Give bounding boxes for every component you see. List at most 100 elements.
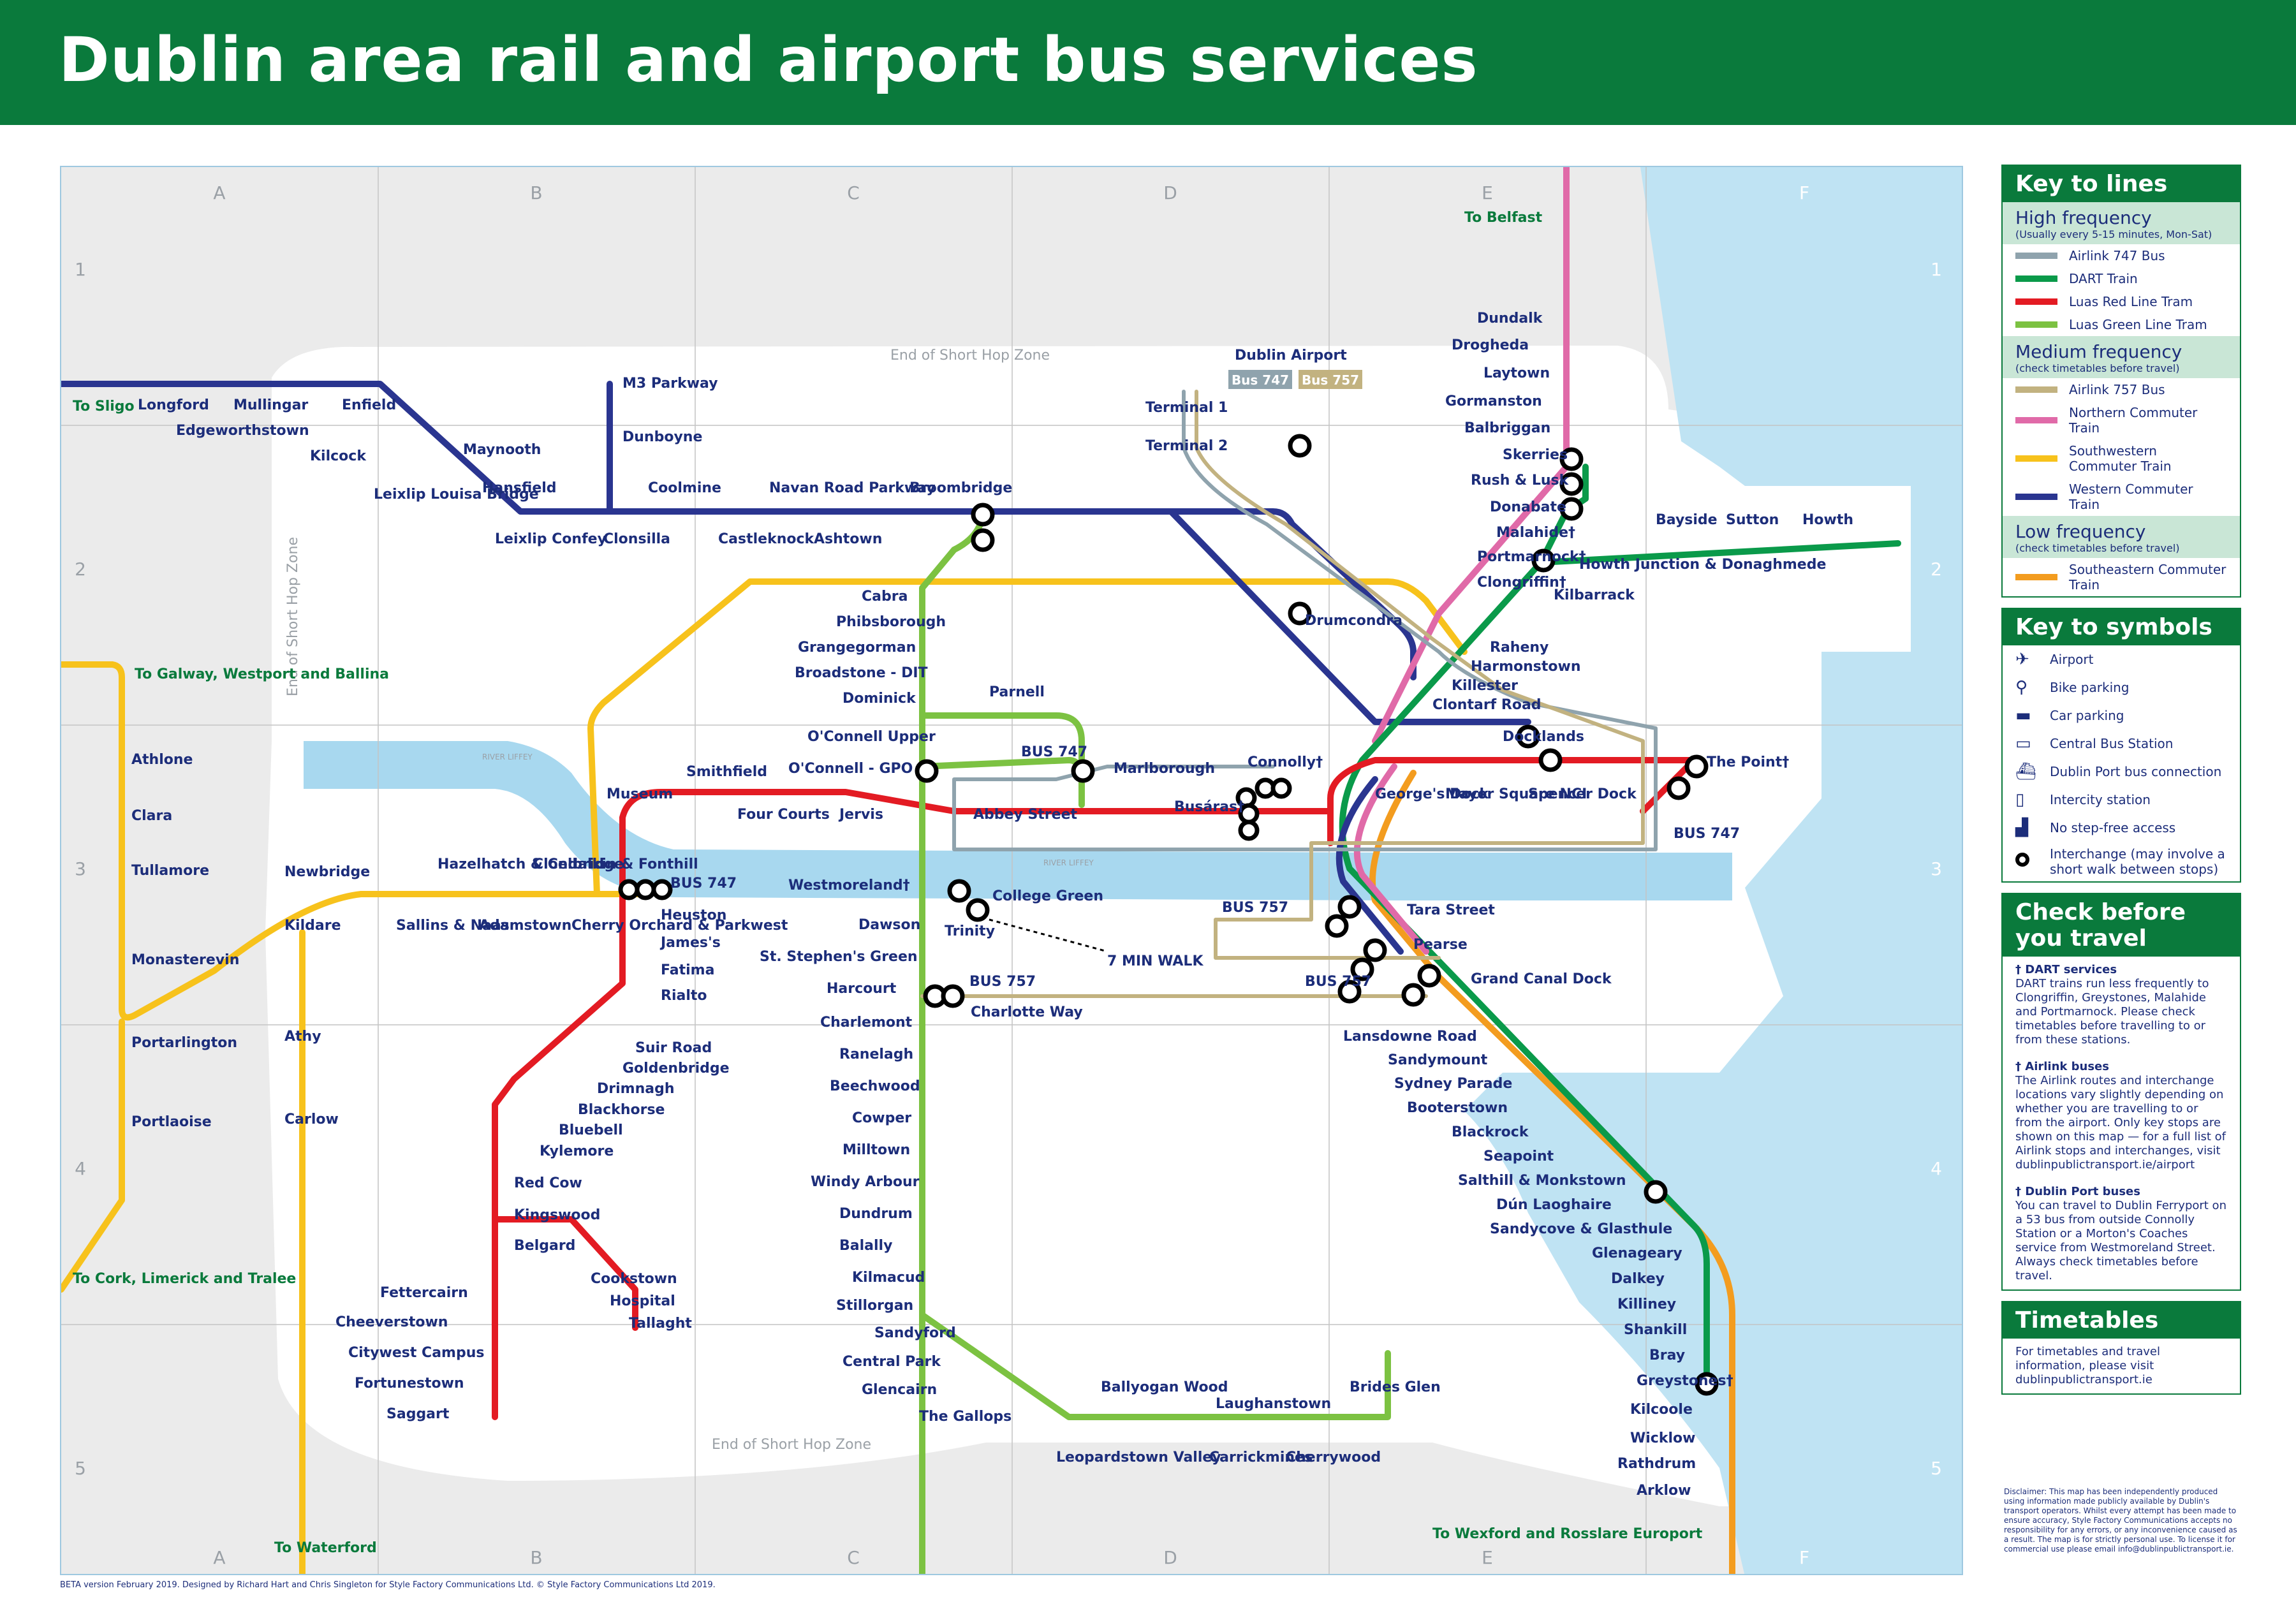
station-green[interactable]: Cherrywood [1286, 1450, 1381, 1465]
station-green[interactable]: Central Park [843, 1354, 941, 1370]
station-red[interactable]: Fatima [661, 962, 714, 978]
station-southwestern[interactable]: Adamstown [479, 918, 571, 934]
station-dart_north[interactable]: Arklow [1637, 1483, 1691, 1499]
station-southwestern[interactable]: Portarlington [131, 1035, 237, 1051]
station-dart_north[interactable]: Salthill & Monkstown [1458, 1173, 1626, 1189]
station-green[interactable]: Grangegorman [798, 640, 916, 656]
station-green[interactable]: Dawson [858, 917, 920, 933]
station-green[interactable]: Marlborough [1114, 761, 1215, 777]
station-dart_north[interactable]: Dalkey [1611, 1271, 1665, 1287]
station-airport[interactable]: Terminal 1 [1145, 400, 1228, 416]
station-dart_north[interactable]: Sydney Parade [1394, 1076, 1512, 1092]
station-western[interactable]: Leixlip Louisa Bridge [374, 487, 539, 503]
station-green[interactable]: Milltown [843, 1142, 910, 1158]
station-red[interactable]: Suir Road [635, 1040, 712, 1056]
station-dart_north[interactable]: Glenageary [1592, 1245, 1682, 1261]
station-green[interactable]: Phibsborough [836, 614, 946, 630]
station-red[interactable]: George's Dock [1375, 786, 1490, 802]
station-green[interactable]: Glencairn [862, 1382, 937, 1398]
station-green[interactable]: Trinity [945, 923, 995, 939]
station-green[interactable]: Brides Glen [1350, 1379, 1441, 1395]
station-red[interactable]: Spencer Dock [1528, 786, 1637, 802]
station-red[interactable]: Heuston [661, 907, 726, 923]
station-southwestern[interactable]: Kildare [284, 918, 341, 934]
station-green[interactable]: Ranelagh [839, 1047, 913, 1062]
station-northern[interactable]: Drogheda [1452, 337, 1529, 353]
station-southwestern[interactable]: Tullamore [131, 863, 209, 879]
station-dart_north[interactable]: Connolly† [1247, 754, 1323, 770]
station-dart_north[interactable]: Harmonstown [1471, 659, 1581, 675]
northern-line-south[interactable] [1353, 763, 1429, 955]
station-southwestern[interactable]: Sallins & Naas [396, 918, 510, 934]
station-dart_north[interactable]: Rathdrum [1617, 1456, 1696, 1472]
station-western[interactable]: Coolmine [648, 480, 721, 496]
station-western[interactable]: Mullingar [233, 397, 308, 413]
station-green[interactable]: Carrickmines [1209, 1450, 1313, 1465]
station-dart_north[interactable]: Bray [1649, 1348, 1685, 1363]
station-green[interactable]: O'Connell - GPO [788, 761, 913, 777]
station-northern[interactable]: Rush & Lusk [1471, 473, 1570, 488]
station-red[interactable]: The Point† [1707, 754, 1789, 770]
station-red[interactable]: Red Cow [514, 1175, 582, 1191]
station-northern[interactable]: Donabate [1490, 499, 1566, 515]
station-western[interactable]: Maynooth [463, 442, 541, 458]
station-red[interactable]: Mayor Square NCI [1445, 786, 1587, 802]
station-southwestern[interactable]: Cherry Orchard & Parkwest [571, 918, 788, 934]
station-red[interactable]: Jervis [838, 807, 883, 823]
station-dart_north[interactable]: Tara Street [1407, 902, 1495, 918]
station-green[interactable]: Ballyogan Wood [1101, 1379, 1228, 1395]
station-western[interactable]: Enfield [342, 397, 396, 413]
station-red[interactable]: Abbey Street [973, 807, 1077, 823]
station-southwestern[interactable]: Carlow [284, 1112, 339, 1127]
station-red[interactable]: Bluebell [559, 1122, 623, 1138]
station-green[interactable]: St. Stephen's Green [760, 949, 918, 965]
station-green[interactable]: Westmoreland† [788, 878, 910, 893]
station-dart_north[interactable]: Seapoint [1483, 1149, 1554, 1164]
station-red[interactable]: Museum [607, 786, 673, 802]
station-dart_north[interactable]: Wicklow [1630, 1430, 1695, 1446]
station-southwestern[interactable]: Monasterevin [131, 952, 239, 968]
station-red[interactable]: Cheeverstown [335, 1314, 448, 1330]
station-green[interactable]: College Green [992, 888, 1103, 904]
airlink-747-line[interactable] [952, 390, 1658, 851]
station-southwestern[interactable]: Clondalkin & Fonthill [533, 856, 698, 872]
station-southwestern[interactable]: Athy [284, 1029, 321, 1045]
station-red[interactable]: Tallaght [629, 1316, 692, 1332]
station-red[interactable]: Hospital [610, 1293, 675, 1309]
station-red[interactable]: Blackhorse [578, 1102, 665, 1118]
station-northern[interactable]: Gormanston [1445, 393, 1542, 409]
station-northern[interactable]: Laytown [1483, 365, 1550, 381]
station-red[interactable]: James's [659, 935, 721, 951]
station-dart_north[interactable]: Lansdowne Road [1343, 1029, 1477, 1045]
station-red[interactable]: Cookstown [591, 1271, 677, 1287]
station-red[interactable]: Belgard [514, 1238, 575, 1254]
station-red[interactable]: Busáras† [1174, 799, 1244, 815]
station-southwestern[interactable]: Portlaoise [131, 1114, 212, 1130]
station-green[interactable]: O'Connell Upper [807, 729, 936, 745]
station-southwestern[interactable]: Athlone [131, 752, 193, 768]
dart-howth-branch[interactable] [1538, 540, 1901, 566]
station-green[interactable]: Stillorgan [836, 1298, 913, 1314]
station-northern[interactable]: Dundalk [1477, 311, 1543, 327]
station-green[interactable]: Windy Arbour [811, 1174, 920, 1190]
station-dart_north[interactable]: Killester [1452, 678, 1518, 694]
station-western[interactable]: M3 Parkway [622, 376, 718, 392]
station-dart_north[interactable]: Howth Junction & Donaghmede [1579, 557, 1826, 573]
station-green[interactable]: Balally [839, 1238, 892, 1254]
station-green[interactable]: Charlemont [820, 1015, 913, 1031]
station-dart_north[interactable]: Dún Laoghaire [1496, 1197, 1612, 1213]
station-northern[interactable]: Malahide† [1496, 525, 1575, 541]
southwestern-cork-branch[interactable] [61, 1018, 125, 1293]
station-green[interactable]: Kilmacud [852, 1270, 925, 1286]
station-airport[interactable]: Terminal 2 [1145, 438, 1228, 454]
station-dart_north[interactable]: Booterstown [1407, 1100, 1508, 1116]
timetables-body[interactable]: For timetables and travel information, p… [2015, 1345, 2161, 1386]
station-western[interactable]: Navan Road Parkway [769, 480, 936, 496]
station-red[interactable]: Kingswood [514, 1207, 600, 1223]
station-green[interactable]: Sandyford [874, 1325, 956, 1341]
luas-red-line[interactable] [492, 757, 1697, 1420]
station-dart_north[interactable]: Clontarf Road [1432, 697, 1542, 713]
station-northern[interactable]: Portmarnock† [1477, 549, 1586, 565]
station-western[interactable]: Docklands [1503, 729, 1584, 745]
station-green[interactable]: Parnell [989, 684, 1045, 700]
